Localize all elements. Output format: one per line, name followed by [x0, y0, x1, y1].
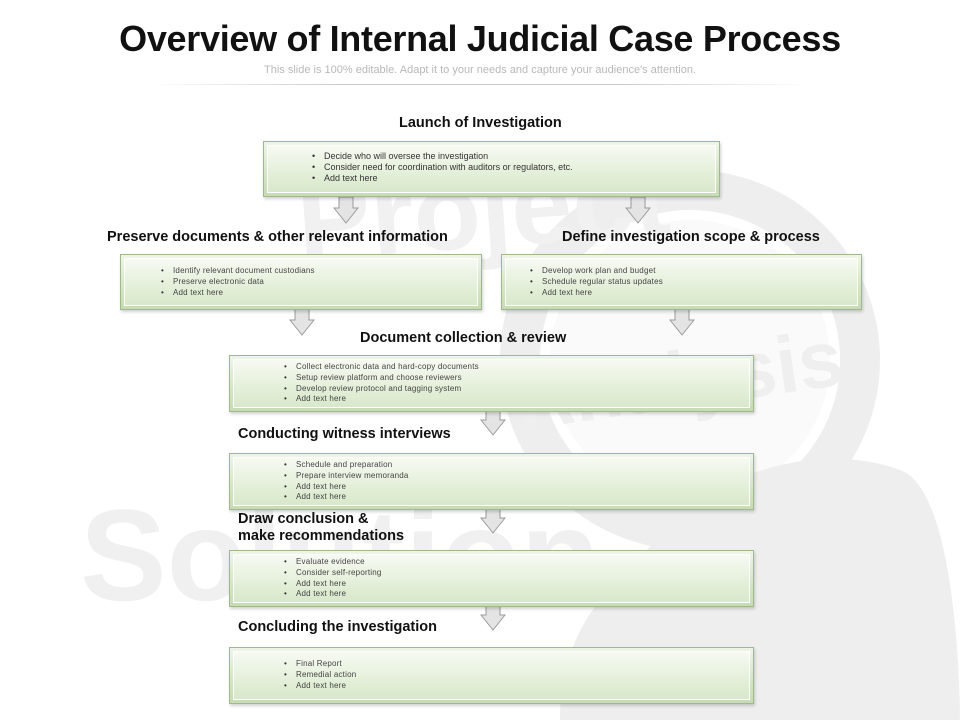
step-heading-concluding: Concluding the investigation — [238, 619, 437, 635]
arrow-down-icon — [289, 308, 315, 336]
step-list-collection: Collect electronic data and hard-copy do… — [284, 362, 479, 405]
list-item: Decide who will oversee the investigatio… — [312, 151, 573, 162]
step-box-concluding: Final Report Remedial action Add text he… — [229, 647, 754, 704]
step-list-concluding: Final Report Remedial action Add text he… — [284, 659, 356, 691]
step-heading-preserve: Preserve documents & other relevant info… — [107, 229, 448, 245]
step-box-preserve: Identify relevant document custodians Pr… — [120, 254, 482, 310]
list-item: Add text here — [161, 288, 315, 299]
list-item: Remedial action — [284, 670, 356, 681]
list-item: Preserve electronic data — [161, 277, 315, 288]
arrow-down-icon — [480, 506, 506, 534]
step-box-launch: Decide who will oversee the investigatio… — [263, 141, 720, 197]
list-item: Collect electronic data and hard-copy do… — [284, 362, 479, 373]
list-item: Schedule regular status updates — [530, 277, 663, 288]
step-box-conclusion: Evaluate evidence Consider self-reportin… — [229, 550, 754, 607]
list-item: Evaluate evidence — [284, 557, 382, 568]
list-item: Add text here — [530, 288, 663, 299]
list-item: Add text here — [284, 492, 409, 503]
list-item: Setup review platform and choose reviewe… — [284, 373, 479, 384]
list-item: Add text here — [284, 482, 409, 493]
list-item: Identify relevant document custodians — [161, 266, 315, 277]
step-list-launch: Decide who will oversee the investigatio… — [312, 151, 573, 184]
page-subtitle: This slide is 100% editable. Adapt it to… — [264, 64, 696, 76]
list-item: Add text here — [284, 579, 382, 590]
page-title: Overview of Internal Judicial Case Proce… — [119, 18, 841, 59]
arrow-down-icon — [333, 196, 359, 224]
list-item: Add text here — [312, 173, 573, 184]
step-box-interviews: Schedule and preparation Prepare intervi… — [229, 453, 754, 510]
arrow-down-icon — [480, 408, 506, 436]
step-list-preserve: Identify relevant document custodians Pr… — [161, 266, 315, 298]
step-heading-collection: Document collection & review — [360, 330, 567, 346]
step-heading-conclusion: Draw conclusion & make recommendations — [238, 511, 404, 545]
list-item: Consider self-reporting — [284, 568, 382, 579]
arrow-down-icon — [669, 308, 695, 336]
step-box-collection: Collect electronic data and hard-copy do… — [229, 355, 754, 412]
list-item: Final Report — [284, 659, 356, 670]
step-box-define: Develop work plan and budget Schedule re… — [501, 254, 862, 310]
step-list-define: Develop work plan and budget Schedule re… — [530, 266, 663, 298]
list-item: Develop review protocol and tagging syst… — [284, 384, 479, 395]
list-item: Consider need for coordination with audi… — [312, 162, 573, 173]
step-heading-interviews: Conducting witness interviews — [238, 426, 451, 442]
title-divider — [150, 84, 810, 85]
step-heading-launch: Launch of Investigation — [399, 115, 562, 131]
list-item: Add text here — [284, 589, 382, 600]
step-list-conclusion: Evaluate evidence Consider self-reportin… — [284, 557, 382, 600]
list-item: Develop work plan and budget — [530, 266, 663, 277]
step-heading-conclusion-line2: make recommendations — [238, 528, 405, 544]
arrow-down-icon — [480, 603, 506, 631]
list-item: Add text here — [284, 681, 356, 692]
arrow-down-icon — [625, 196, 651, 224]
list-item: Prepare interview memoranda — [284, 471, 409, 482]
step-heading-define: Define investigation scope & process — [562, 229, 820, 245]
list-item: Add text here — [284, 394, 479, 405]
step-list-interviews: Schedule and preparation Prepare intervi… — [284, 460, 409, 503]
list-item: Schedule and preparation — [284, 460, 409, 471]
step-heading-conclusion-line1: Draw conclusion & — [238, 511, 369, 527]
